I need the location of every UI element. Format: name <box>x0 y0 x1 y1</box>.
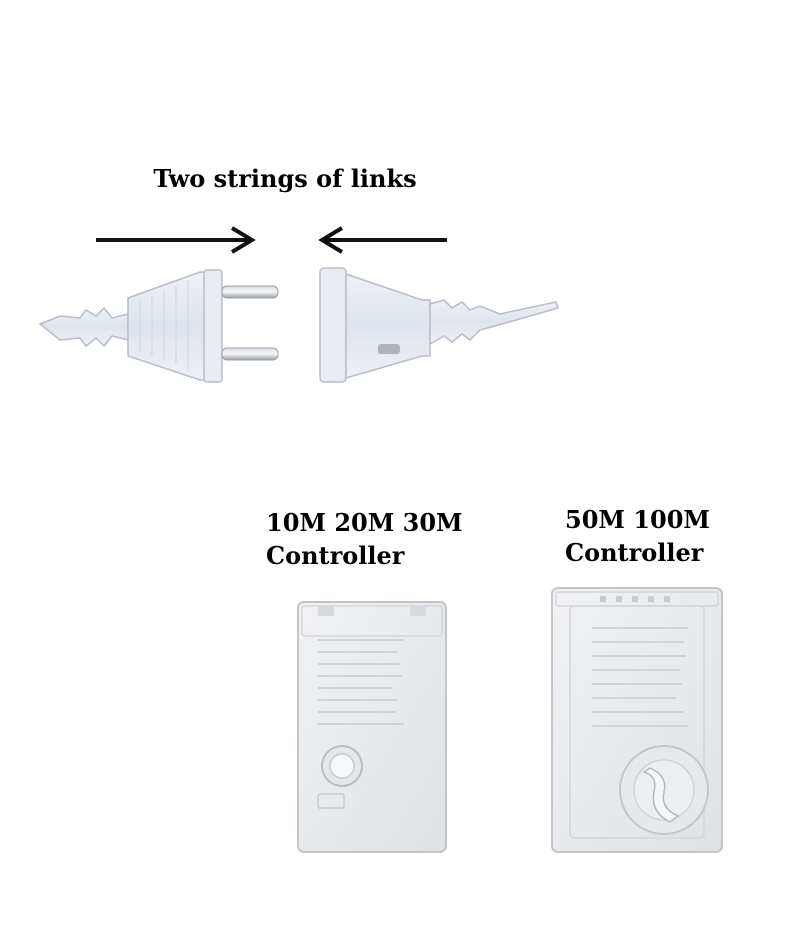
controller-large-label: 50M 100M Controller <box>565 503 710 569</box>
controller-small <box>297 601 447 853</box>
male-plug <box>38 269 279 383</box>
arrow-left-icon <box>318 226 447 254</box>
controller-large-title: Controller <box>565 538 704 567</box>
controller-small-label: 10M 20M 30M Controller <box>266 506 463 572</box>
controller-large-sizes: 50M 100M <box>565 505 710 534</box>
controller-small-sizes: 10M 20M 30M <box>266 508 463 537</box>
links-heading: Two strings of links <box>153 164 417 193</box>
dial-icon <box>619 745 709 835</box>
female-socket <box>319 267 559 383</box>
button-icon <box>321 745 363 787</box>
arrow-right-icon <box>96 226 256 254</box>
controller-large <box>551 587 723 853</box>
controller-small-title: Controller <box>266 541 405 570</box>
